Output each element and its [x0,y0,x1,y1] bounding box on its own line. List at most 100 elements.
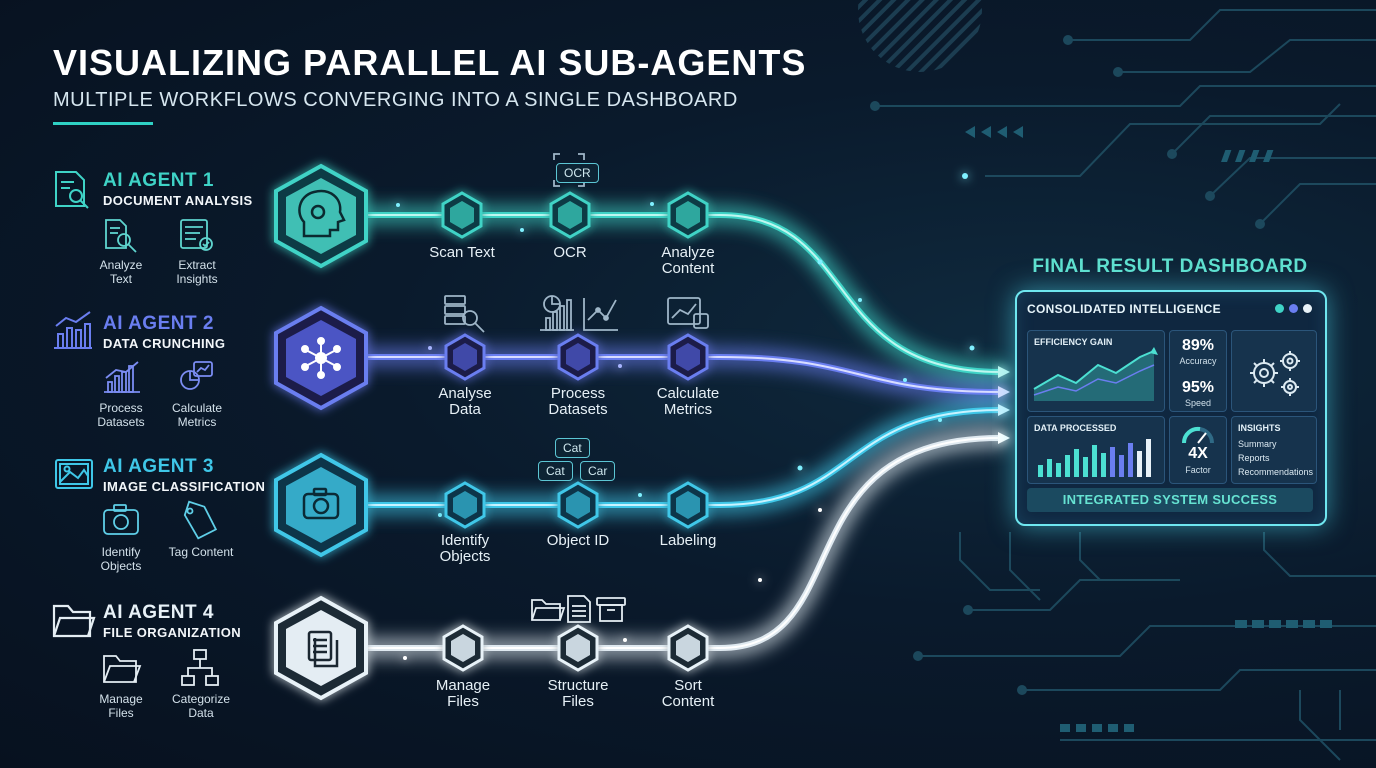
agent-1-subtask-1: Analyze Text [99,258,143,286]
insights-item: Recommendations [1238,467,1314,477]
bar-trend-icon [104,361,140,393]
chevron-decor [965,126,1332,732]
agent-2-subtask-1: Process Datasets [97,401,145,429]
classification-tag: Cat [555,438,590,458]
agent-4-subtask-1: Manage Files [99,692,143,720]
pie-formula-icon [180,361,213,390]
title-underline [53,122,153,125]
step-node [441,191,709,239]
magnifier-document-icon [105,219,137,253]
page-subtitle: MULTIPLE WORKFLOWS CONVERGING INTO A SIN… [53,89,738,111]
folder-icon [52,604,96,638]
classification-tag: Car [580,461,616,481]
ocr-icon [553,153,585,187]
step-node [444,481,709,529]
server-search-icon [444,295,485,333]
brain-gear-icon [298,189,346,238]
flow-particles [396,173,975,660]
dashboard-panel: CONSOLIDATED INTELLIGENCE EFFICIENCY GAI… [1015,290,1327,526]
window-dot-blue [1289,304,1298,313]
step-node [444,333,709,381]
window-dot-white [1303,304,1312,313]
agent-hub-3 [274,452,368,558]
agent-4-subtask-2: Categorize Data [171,692,231,720]
step-label: Analyze Content [661,244,715,277]
dashboard-title: FINAL RESULT DASHBOARD [1032,256,1308,277]
dashboard-header: CONSOLIDATED INTELLIGENCE [1027,302,1221,316]
data-processed-panel: DATA PROCESSED [1027,416,1165,484]
ocr-tag: OCR [556,163,599,183]
step-label: Labeling [659,532,717,549]
circuit-traces [858,0,1376,761]
kpi-panel: 89% Accuracy 95% Speed [1169,330,1227,412]
gears-panel [1231,330,1317,412]
tag-icon [183,500,218,540]
document-search-icon [55,171,89,209]
sub-camera-icon [103,504,139,535]
insights-label: INSIGHTS [1238,423,1281,433]
speed-value: 95% [1181,379,1215,396]
chart-formula-icon [667,297,709,329]
efficiency-panel: EFFICIENCY GAIN [1027,330,1165,412]
speed-gauge-icon [1181,426,1214,444]
page-title: VISUALIZING PARALLEL AI SUB-AGENTS [53,42,807,83]
step-label: OCR [553,244,587,261]
data-processed-bar-chart [1038,439,1151,477]
line-bar-chart-icon [54,311,92,349]
network-node-icon [301,337,341,379]
checklist-icon [180,219,213,251]
factor-label: Factor [1185,465,1211,475]
step-label: Process Datasets [548,385,608,418]
insights-item: Summary [1238,439,1277,449]
step-label: Calculate Metrics [656,385,720,418]
step-label: Structure Files [547,677,609,710]
step-label: Identify Objects [439,532,491,565]
efficiency-area-chart [1033,347,1158,401]
camera-icon [302,487,340,520]
agent-2-name: AI AGENT 2 [103,313,214,334]
classification-tag: Cat [538,461,573,481]
step-label: Analyse Data [438,385,492,418]
agent-3-subtask-1: Identify Objects [100,545,142,573]
data-processed-label: DATA PROCESSED [1034,423,1117,433]
agent-1-subtask-2: Extract Insights [176,258,218,286]
step-label: Manage Files [435,677,491,710]
accuracy-value: 89% [1181,337,1215,354]
flow-lines [317,212,1003,651]
top-document-icon [567,595,591,623]
factor-panel: 4X Factor [1169,416,1227,484]
agent-2-subtask-2: Calculate Metrics [171,401,223,429]
gears-icon [1250,351,1300,396]
pie-bar-icon [540,295,574,331]
insights-list: Summary Reports Recommendations [1238,437,1313,479]
sub-folder-icon [103,655,142,683]
agent-1-task: DOCUMENT ANALYSIS [103,193,253,208]
hierarchy-icon [181,649,219,686]
window-dot-teal [1275,304,1284,313]
dashboard-footer: INTEGRATED SYSTEM SUCCESS [1027,488,1313,512]
flow-arrowheads [998,366,1010,444]
step-label: Sort Content [661,677,715,710]
documents-icon [307,630,339,668]
insights-panel: INSIGHTS Summary Reports Recommendations [1231,416,1317,484]
factor-value: 4X [1188,445,1208,462]
archive-box-icon [596,597,626,622]
speed-label: Speed [1184,398,1212,408]
agent-4-task: FILE ORGANIZATION [103,625,241,640]
efficiency-label: EFFICIENCY GAIN [1034,337,1113,347]
step-nodes [441,191,709,672]
agent-3-name: AI AGENT 3 [103,456,214,477]
agent-4-name: AI AGENT 4 [103,602,214,623]
insights-item: Reports [1238,453,1270,463]
agent-hub-4 [274,595,368,701]
step-label: Scan Text [429,244,495,261]
image-icon [55,459,93,489]
step-label: Object ID [546,532,610,549]
accuracy-label: Accuracy [1179,356,1217,366]
agent-3-task: IMAGE CLASSIFICATION [103,479,266,494]
agent-1-name: AI AGENT 1 [103,170,214,191]
scatter-icon [583,298,618,331]
step-node [442,624,709,672]
agent-3-subtask-2: Tag Content [168,545,234,559]
